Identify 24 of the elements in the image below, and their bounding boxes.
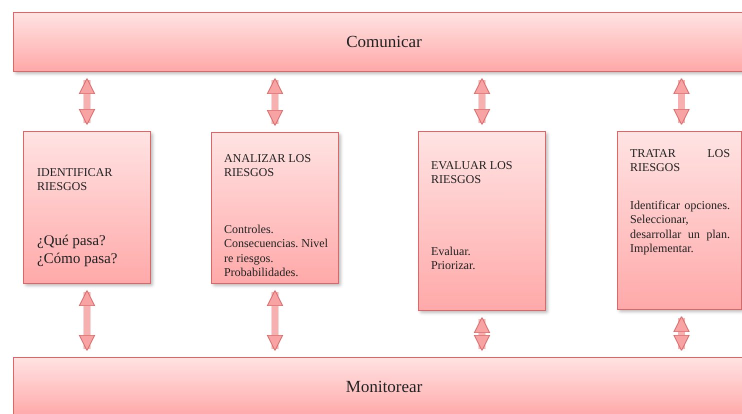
double-arrow	[673, 316, 690, 351]
box-heading: Comunicar	[346, 32, 422, 52]
double-arrow	[474, 317, 490, 351]
double-arrow	[266, 78, 284, 126]
process-box	[617, 131, 742, 310]
double-arrow	[673, 78, 690, 125]
box-heading: TRATAR LOS RIESGOS	[630, 146, 730, 175]
process-box	[23, 131, 151, 284]
process-box	[211, 132, 339, 284]
box-text: ¿Qué pasa? ¿Cómo pasa?	[37, 232, 118, 268]
box-heading: ANALIZAR LOS RIESGOS	[224, 151, 312, 180]
double-arrow	[474, 78, 490, 125]
box-heading: IDENTIFICAR RIESGOS	[37, 165, 114, 194]
box-text: Evaluar. Priorizar.	[431, 244, 476, 273]
box-heading: EVALUAR LOS RIESGOS	[431, 158, 514, 187]
process-band	[13, 357, 742, 414]
box-text: Identificar opciones. Seleccionar, desarrollar un plan. Implementar.	[630, 198, 730, 256]
double-arrow	[78, 290, 96, 351]
double-arrow	[266, 290, 284, 351]
double-arrow	[78, 78, 96, 125]
box-heading: Monitorear	[346, 377, 422, 397]
process-band	[13, 12, 742, 72]
process-box	[418, 131, 546, 311]
box-text: Controles. Consecuencias. Nivel re riesgos. Probabilidades.	[224, 222, 328, 280]
